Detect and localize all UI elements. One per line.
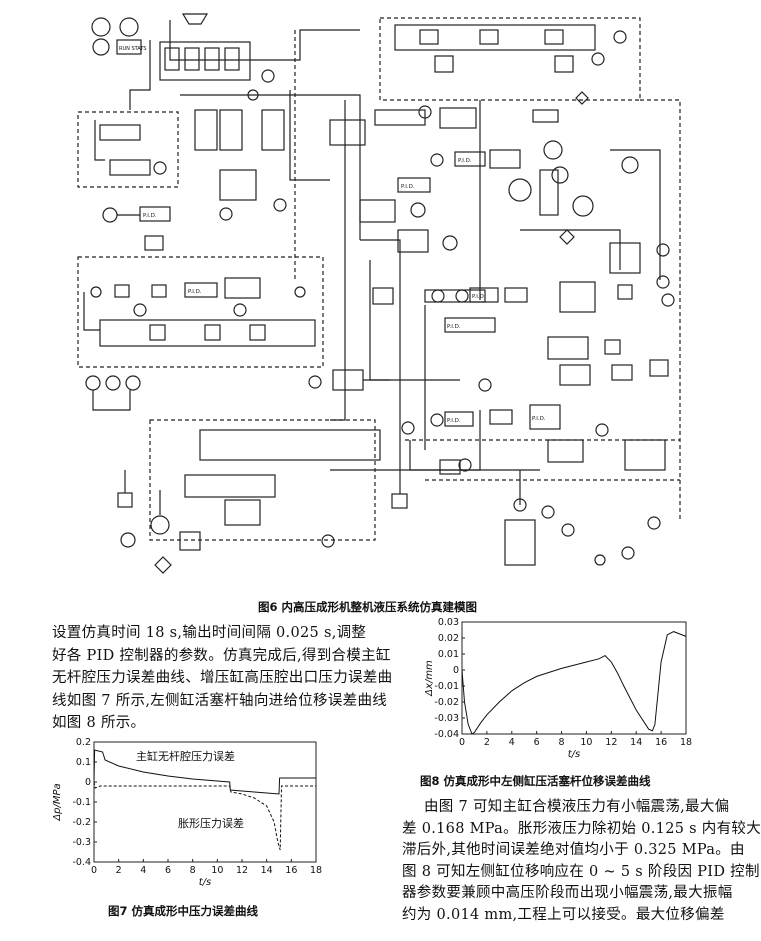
x-tick-label: 6 (165, 865, 171, 876)
droplet-icon (91, 17, 111, 37)
x-tick-label: 14 (261, 865, 273, 876)
pid-label: P.I.D. (447, 324, 461, 330)
text-line: 差 0.168 MPa。胀形液压力除初始 0.125 s 内有较大 (402, 820, 761, 837)
pid-label: P.I.D. (401, 184, 415, 190)
x-tick-label: 2 (116, 865, 122, 876)
y-tick-label: 0 (453, 665, 459, 676)
text-line: 如图 8 所示。 (52, 715, 146, 731)
text-line: 线如图 7 所示,左侧缸活塞杆轴向进给位移误差曲线 (52, 692, 388, 709)
pid-label: P.I.D. (447, 418, 461, 424)
plot-frame (461, 621, 687, 735)
y-tick-label: -0.03 (434, 713, 459, 724)
x-tick-label: 8 (559, 737, 565, 748)
series-line-2 (93, 781, 316, 851)
x-axis-label: t/s (568, 749, 581, 760)
figure8-chart: 0 2 4 6 8 10 12 14 16 18 -0.04 -0.03 -0.02 -0.01 0 0.01… (424, 617, 692, 760)
x-tick-label: 6 (534, 737, 540, 748)
figure6-caption: 图6 内高压成形机整机液压系统仿真建模图 (258, 600, 478, 614)
pid-label: P.I.D. (532, 416, 546, 422)
text-line: 约为 0.014 mm,工程上可以接受。最大位移偏差 (402, 906, 725, 923)
run-stats-box (116, 39, 142, 55)
y-tick-label: 0.03 (438, 617, 459, 628)
text-line: 设置仿真时间 18 s,输出时间间隔 0.025 s,调整 (52, 625, 367, 641)
x-tick-label: 14 (630, 737, 642, 748)
pid-label: P.I.D. (143, 213, 157, 219)
body-text-right: 由图 7 可知主缸合模液压力有小幅震荡,最大偏 差 0.168 MPa。胀形液压… (402, 797, 761, 926)
x-tick-label: 2 (484, 737, 490, 748)
gear-icon (92, 38, 110, 56)
text-line: 好各 PID 控制器的参数。仿真完成后,得到合模主缸 (52, 647, 391, 664)
y-tick-label: -0.04 (434, 729, 459, 740)
y-tick-label: -0.2 (72, 817, 91, 828)
y-axis-label: Δx/mm (424, 660, 435, 697)
y-tick-label: -0.02 (434, 697, 459, 708)
figure7-caption: 图7 仿真成形中压力误差曲线 (108, 904, 259, 918)
text-line: 器参数要兼顾中高压阶段而出现小幅震荡,最大振幅 (402, 885, 733, 901)
droplet-icon-2 (119, 17, 139, 37)
y-tick-label: 0 (85, 777, 91, 788)
text-line: 无杆腔压力误差曲线、增压缸高压腔出口压力误差曲 (52, 670, 393, 686)
x-tick-label: 4 (509, 737, 515, 748)
x-tick-label: 0 (459, 737, 465, 748)
pid-label: P.I.D. (472, 294, 486, 300)
series-label-main-cylinder: 主缸无杆腔压力误差 (136, 749, 235, 763)
series-line-1 (461, 631, 687, 735)
x-tick-label: 18 (310, 865, 322, 876)
x-tick-label: 10 (211, 865, 223, 876)
x-tick-label: 16 (655, 737, 667, 748)
y-tick-label: -0.1 (72, 797, 91, 808)
body-text-left: 设置仿真时间 18 s,输出时间间隔 0.025 s,调整 好各 PID 控制器… (52, 622, 392, 735)
x-tick-label: 12 (236, 865, 248, 876)
y-tick-label: 0.01 (438, 649, 459, 660)
text-line: 由图 7 可知主缸合模液压力有小幅震荡,最大偏 (424, 799, 730, 815)
y-tick-label: -0.4 (72, 857, 91, 868)
y-tick-label: -0.3 (72, 837, 91, 848)
figure8-caption: 图8 仿真成形中左侧缸压活塞杆位移误差曲线 (420, 774, 651, 788)
y-tick-label: -0.01 (434, 681, 459, 692)
x-tick-label: 12 (605, 737, 617, 748)
pid-label: P.I.D. (188, 289, 202, 295)
run-stats-label: RUN STATS (119, 46, 147, 52)
y-tick-label: 0.2 (76, 737, 91, 748)
y-axis-label: Δp/MPa (52, 783, 63, 821)
series-line-1 (93, 749, 316, 795)
y-tick-label: 0.1 (76, 757, 91, 768)
x-tick-label: 0 (91, 865, 97, 876)
series-label-bulging: 胀形压力误差 (178, 816, 244, 830)
x-tick-label: 8 (190, 865, 196, 876)
x-tick-label: 10 (580, 737, 592, 748)
x-tick-label: 16 (285, 865, 297, 876)
x-tick-label: 4 (140, 865, 146, 876)
figure7-chart: 0 2 4 6 8 10 12 14 16 18 -0.4 -0.3 -0.2 -0.1 0 0.1 0.2 t/… (52, 737, 322, 888)
x-tick-label: 18 (680, 737, 692, 748)
y-tick-label: 0.02 (438, 633, 459, 644)
hydraulic-schematic: P.I.D. P.I.D. P.I.D. P.I.D. P.I.D. P.I.D… (77, 13, 681, 574)
text-line: 滞后外,其他时间误差绝对值均小于 0.325 MPa。由 (402, 842, 745, 858)
x-axis-label: t/s (199, 877, 212, 888)
text-line: 图 8 可知左侧缸位移响应在 0 ~ 5 s 阶段因 PID 控制 (402, 863, 760, 880)
pid-label: P.I.D. (458, 158, 472, 164)
